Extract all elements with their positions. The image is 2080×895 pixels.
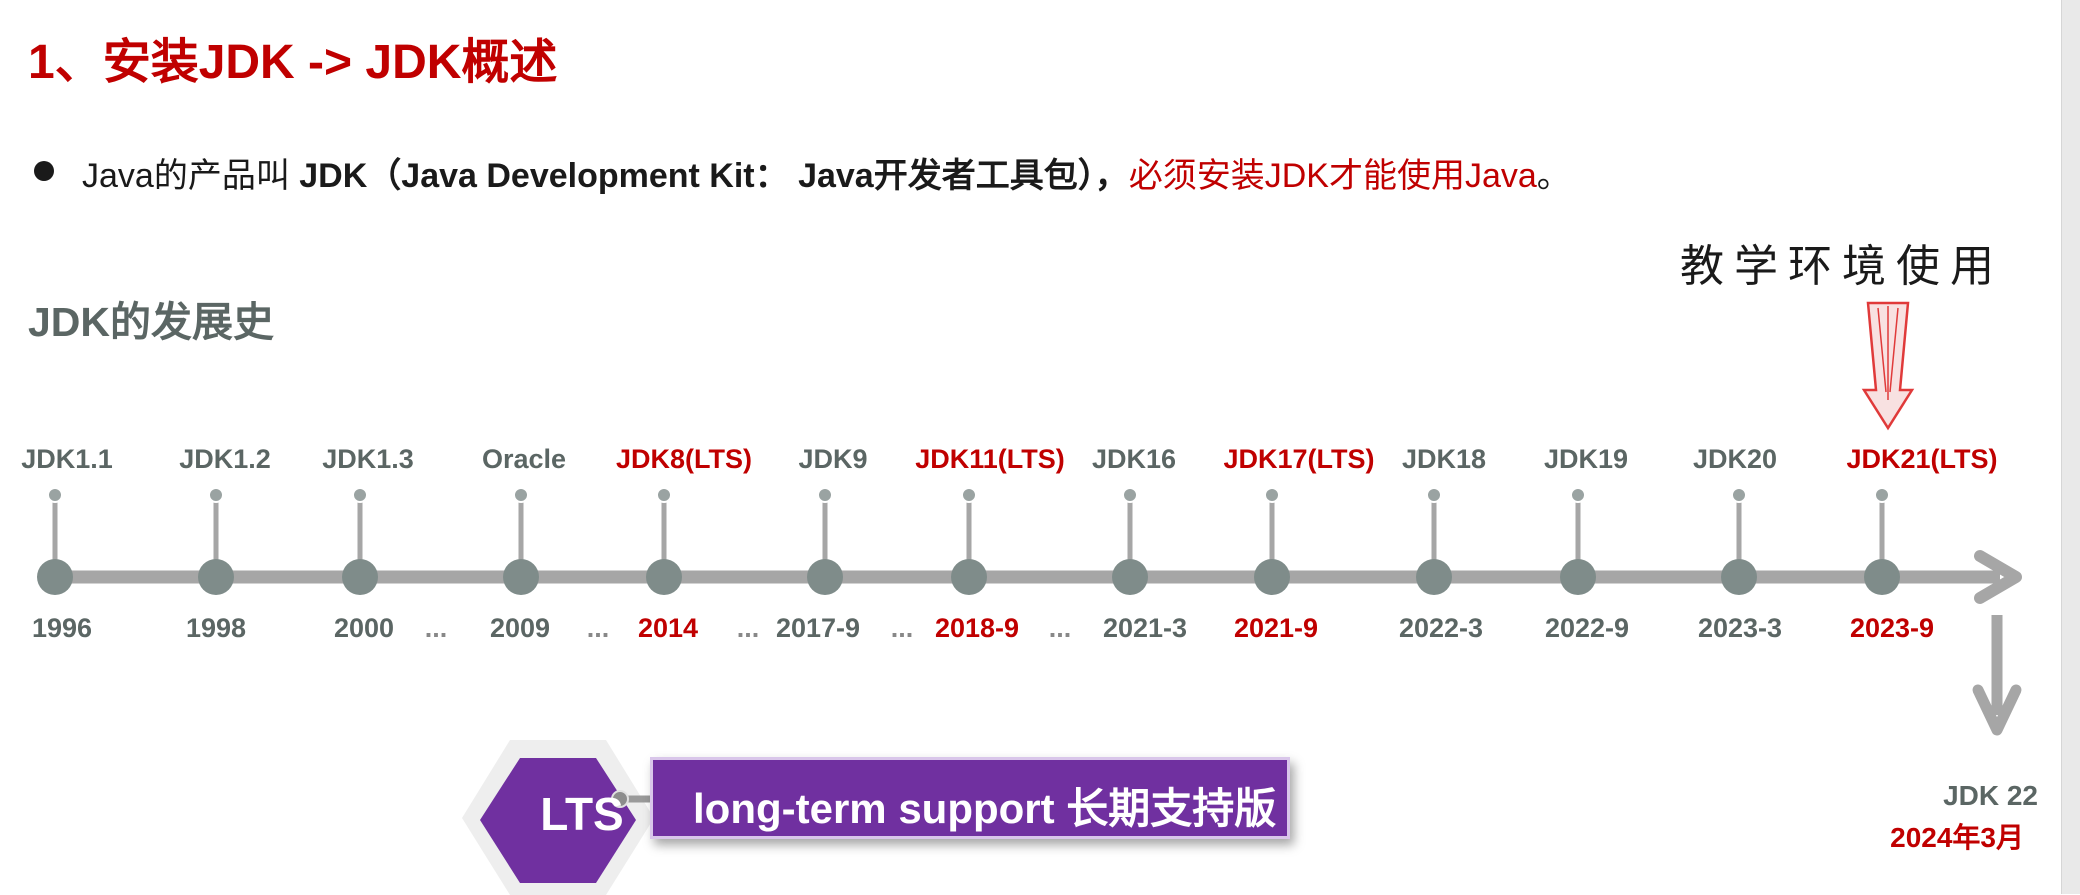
timeline-pin	[1264, 487, 1280, 503]
timeline-ellipsis: ...	[890, 613, 914, 643]
lts-hexagon-icon	[462, 740, 681, 895]
release-name: Oracle	[481, 444, 567, 474]
release-date: 2017-9	[775, 613, 861, 643]
release-date: 2022-9	[1544, 613, 1630, 643]
timeline-node	[951, 559, 987, 595]
timeline-node	[503, 559, 539, 595]
timeline-pin	[961, 487, 977, 503]
timeline-node	[646, 559, 682, 595]
timeline-nodes	[37, 487, 1900, 595]
timeline-node	[342, 559, 378, 595]
release-name: JDK16	[1091, 444, 1177, 474]
release-date: 1998	[185, 613, 247, 643]
timeline-pin	[352, 487, 368, 503]
history-subtitle: JDK的发展史	[28, 299, 275, 345]
release-name: JDK17(LTS)	[1223, 444, 1375, 474]
next-release-date: 2024年3月	[1890, 822, 2024, 853]
release-name: JDK1.2	[179, 444, 271, 474]
release-name: JDK9	[798, 444, 868, 474]
timeline-pin	[817, 487, 833, 503]
vertical-scrollbar[interactable]	[2061, 0, 2080, 894]
lts-legend: LTS long-term support 长期支持版	[440, 735, 1290, 895]
timeline-node	[37, 559, 73, 595]
timeline-pin	[1426, 487, 1442, 503]
timeline-pin	[1731, 487, 1747, 503]
release-name: JDK19	[1543, 444, 1629, 474]
page-title: 1、安装JDK -> JDK概述	[28, 36, 558, 89]
timeline-ellipsis: ...	[1048, 613, 1072, 643]
intro-part2: JDK（Java Development Kit： Java开发者工具包），	[299, 157, 1129, 195]
lts-description: long-term support 长期支持版	[693, 785, 1277, 832]
release-name: JDK18	[1401, 444, 1487, 474]
timeline-node	[807, 559, 843, 595]
bullet-icon	[34, 161, 54, 181]
timeline-pin	[1570, 487, 1586, 503]
timeline-pin	[1874, 487, 1890, 503]
lts-banner: long-term support 长期支持版	[650, 757, 1290, 839]
release-name: JDK8(LTS)	[615, 444, 753, 474]
red-arrow-icon	[1861, 301, 1915, 431]
timeline-node	[1721, 559, 1757, 595]
next-release-name: JDK 22	[1943, 780, 2038, 811]
timeline-node	[1416, 559, 1452, 595]
timeline-pin	[1122, 487, 1138, 503]
release-date: 2018-9	[934, 613, 1020, 643]
timeline-pin	[656, 487, 672, 503]
release-date: 1996	[31, 613, 93, 643]
timeline-arrow-icon	[1974, 550, 2022, 604]
timeline-node	[198, 559, 234, 595]
timeline-node	[1254, 559, 1290, 595]
intro-part3: 必须安装JDK才能使用Java	[1128, 157, 1537, 195]
release-date: 2021-3	[1102, 613, 1188, 643]
timeline-ellipsis: ...	[586, 613, 610, 643]
release-name: JDK21(LTS)	[1846, 444, 1998, 474]
release-date: 2022-3	[1398, 613, 1484, 643]
timeline-node	[1112, 559, 1148, 595]
release-date: 2023-3	[1697, 613, 1783, 643]
intro-text: Java的产品叫 JDK（Java Development Kit： Java开…	[82, 148, 1571, 197]
release-name: JDK20	[1692, 444, 1778, 474]
timeline-node	[1864, 559, 1900, 595]
timeline-pin	[208, 487, 224, 503]
release-date: 2023-9	[1849, 613, 1935, 643]
intro-part4: 。	[1536, 157, 1571, 195]
release-date: 2014	[637, 613, 699, 643]
release-name: JDK1.3	[322, 444, 414, 474]
down-arrow-icon	[1972, 684, 2022, 736]
teaching-note: 教学环境使用	[1680, 241, 2004, 292]
release-date: 2021-9	[1233, 613, 1319, 643]
release-date: 2009	[489, 613, 551, 643]
intro-part1: Java的产品叫	[82, 157, 300, 195]
timeline-pin	[513, 487, 529, 503]
timeline-pin	[47, 487, 63, 503]
timeline-ellipsis: ...	[736, 613, 760, 643]
release-name: JDK11(LTS)	[915, 444, 1065, 474]
release-date: 2000	[333, 613, 395, 643]
timeline-node	[1560, 559, 1596, 595]
lts-badge: LTS	[540, 788, 624, 840]
release-name: JDK1.1	[21, 444, 113, 474]
timeline-ellipsis: ...	[424, 613, 448, 643]
